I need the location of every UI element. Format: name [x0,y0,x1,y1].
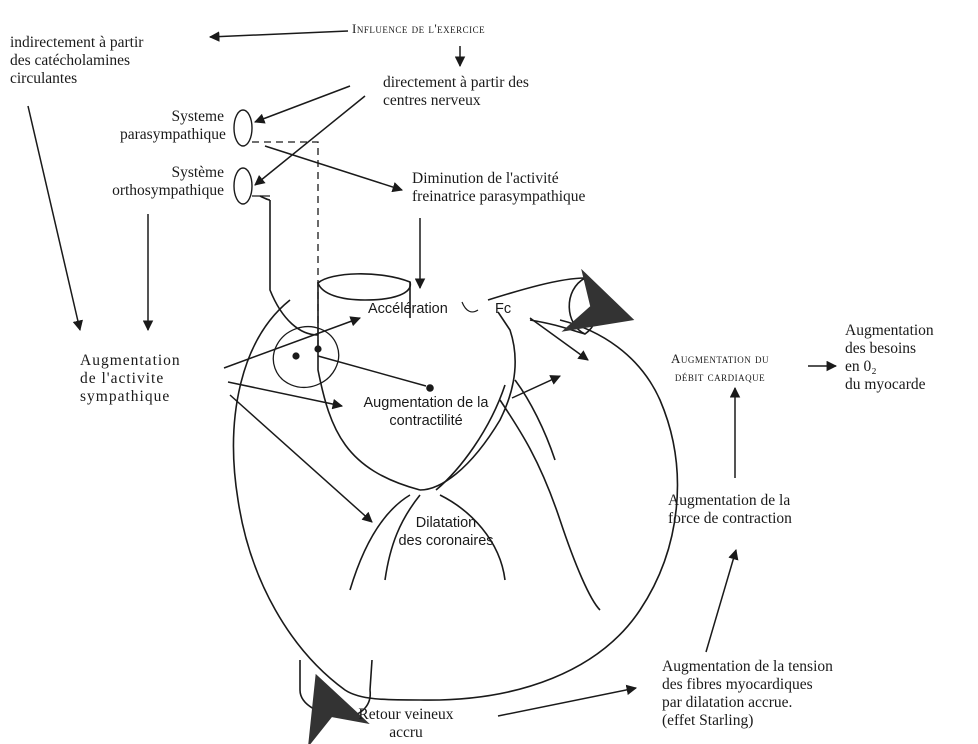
label-augm-debit: Augmentation du débit cardiaque [636,350,804,386]
label-augm-contractilite: Augmentation de la contractilité [346,394,506,430]
label-augm-sympathique: Augmentation de l'activite sympathique [80,352,181,406]
label-catecholamines: indirectement à partir des catécholamine… [10,34,143,88]
orthosympathetic-oval [234,168,252,204]
label-augm-force: Augmentation de la force de contraction [668,492,792,528]
label-dilatation: Dilatation des coronaires [390,514,502,550]
parasympathetic-oval [234,110,252,146]
label-acceleration: Accélération [368,300,448,318]
sinus-node [265,318,348,397]
diagram-title: Influence de l'exercice [352,20,485,38]
label-retour-veineux: Retour veineux accru [346,706,466,742]
label-diminution: Diminution de l'activité freinatrice par… [412,170,585,206]
label-direct-nerveux: directement à partir des centres nerveux [383,74,529,110]
label-fc: Fc [495,300,511,318]
label-parasympathique: Systeme parasympathique [120,108,224,144]
label-augm-tension: Augmentation de la tension des fibres my… [662,658,833,730]
label-augm-besoins: Augmentation des besoins en 0₂ du myocar… [845,322,934,394]
label-orthosympathique: Système orthosympathique [108,164,224,200]
